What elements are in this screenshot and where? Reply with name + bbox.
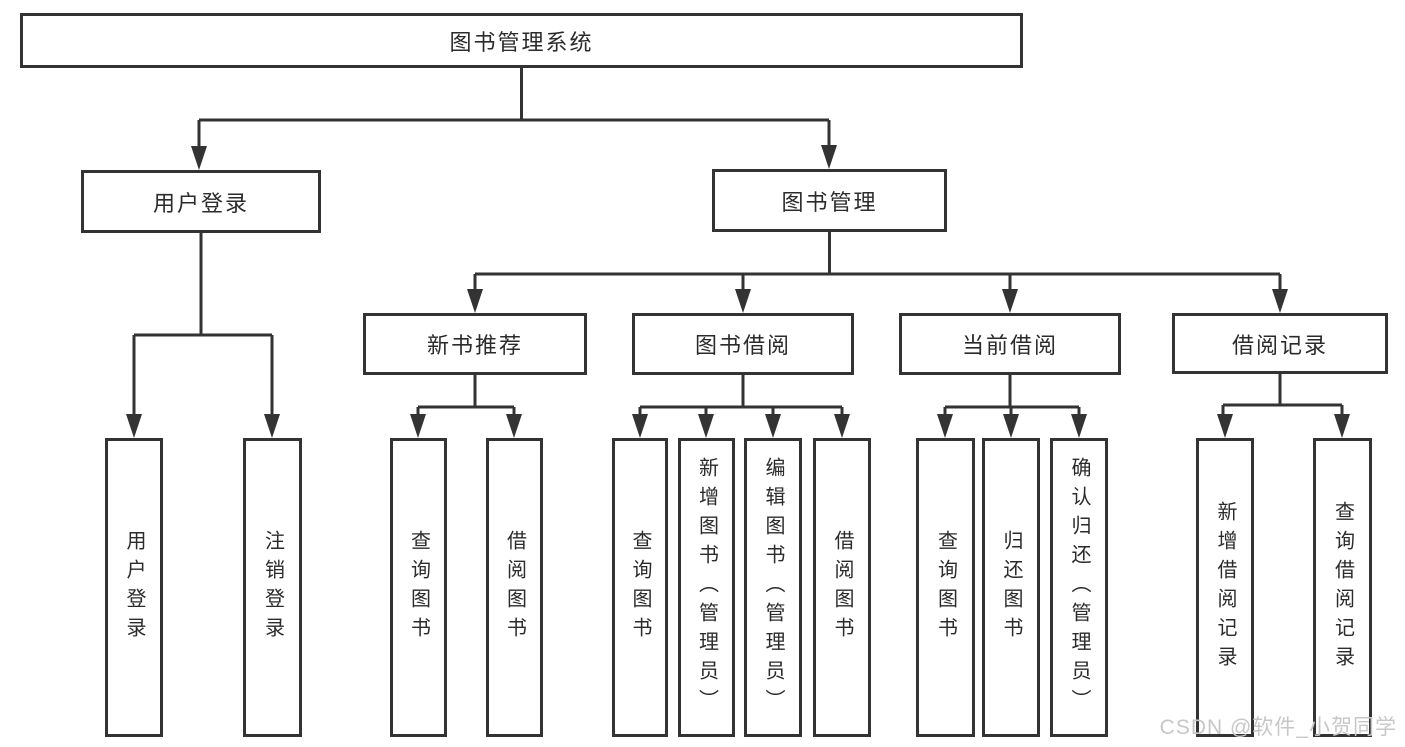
node-label: 当前借阅 xyxy=(961,333,1058,358)
node-new-book-recommend: 新书推荐 xyxy=(363,313,587,375)
arrowhead xyxy=(467,289,483,313)
arrowhead xyxy=(765,414,781,438)
node-label: 查询图书 xyxy=(934,529,957,646)
node-label: 归还图书 xyxy=(1000,529,1022,646)
arrowhead xyxy=(937,414,953,438)
node-label: 借阅图书 xyxy=(831,529,853,646)
arrowhead xyxy=(506,414,522,438)
node-label: 新增借阅记录 xyxy=(1214,500,1236,675)
node-label: 借阅图书 xyxy=(503,529,526,646)
leaf-add-book-admin: 新增图书（管理员） xyxy=(678,438,735,737)
connector-records-to-leaves xyxy=(1221,374,1344,418)
arrowhead xyxy=(632,414,648,438)
connector-currentborrow-to-leaves xyxy=(943,375,1081,418)
node-label: 借阅记录 xyxy=(1231,332,1328,358)
node-current-borrow: 当前借阅 xyxy=(899,313,1121,375)
leaf-user-login: 用户登录 xyxy=(105,438,163,737)
node-label: 注销登录 xyxy=(261,529,284,646)
arrowhead xyxy=(821,145,837,169)
leaf-query-borrow-record: 查询借阅记录 xyxy=(1313,438,1372,737)
arrowhead xyxy=(1071,414,1087,438)
connector-bookborrow-to-leaves xyxy=(638,375,844,418)
node-book-borrow: 图书借阅 xyxy=(632,313,854,375)
node-book-management: 图书管理 xyxy=(712,169,947,232)
leaf-query-book-current: 查询图书 xyxy=(916,438,975,737)
arrowhead xyxy=(264,414,280,438)
arrowhead xyxy=(1272,289,1288,313)
node-label: 用户登录 xyxy=(152,190,249,216)
node-label: 用户登录 xyxy=(123,529,145,646)
leaf-borrow-book: 借阅图书 xyxy=(813,438,871,737)
arrowheads xyxy=(126,145,1350,438)
leaf-confirm-return-admin: 确认归还（管理员） xyxy=(1050,438,1108,737)
connector-bookmgmt-to-level3 xyxy=(473,232,1282,292)
node-label: 图书借阅 xyxy=(694,333,791,358)
node-label: 图书管理 xyxy=(781,189,878,215)
arrowhead xyxy=(126,414,142,438)
leaf-return-book: 归还图书 xyxy=(982,438,1040,737)
connector-newbook-to-leaves xyxy=(416,375,516,418)
arrowhead xyxy=(1217,414,1233,438)
node-label: 查询借阅记录 xyxy=(1331,500,1354,675)
arrowhead xyxy=(410,414,426,438)
arrowhead xyxy=(1334,414,1350,438)
leaf-borrow-book-recommend: 借阅图书 xyxy=(486,438,543,737)
node-label: 查询图书 xyxy=(407,529,430,646)
leaf-edit-book-admin: 编辑图书（管理员） xyxy=(744,438,802,737)
node-label: 图书管理系统 xyxy=(449,29,594,55)
node-label: 新书推荐 xyxy=(426,333,523,358)
leaf-query-book-recommend: 查询图书 xyxy=(390,438,447,737)
arrowhead xyxy=(1003,414,1019,438)
node-borrow-records: 借阅记录 xyxy=(1172,313,1388,374)
arrowhead xyxy=(735,289,751,313)
arrowhead xyxy=(834,414,850,438)
arrowhead xyxy=(1002,289,1018,313)
arrowhead xyxy=(191,146,207,170)
node-label: 查询图书 xyxy=(629,529,651,646)
leaf-add-borrow-record: 新增借阅记录 xyxy=(1196,438,1254,737)
node-label: 编辑图书（管理员） xyxy=(762,457,784,718)
node-library-system: 图书管理系统 xyxy=(20,13,1023,68)
node-label: 确认归还（管理员） xyxy=(1068,457,1090,718)
leaf-query-book-borrow: 查询图书 xyxy=(612,438,668,737)
arrowhead xyxy=(698,414,714,438)
csdn-watermark: CSDN @软件_小贺同学 xyxy=(1159,716,1397,739)
leaf-logout: 注销登录 xyxy=(243,438,302,737)
connector-userlogin-to-leaves xyxy=(132,233,274,418)
connector-root-to-level2 xyxy=(197,68,831,150)
node-user-login: 用户登录 xyxy=(81,170,321,233)
node-label: 新增图书（管理员） xyxy=(695,457,718,718)
